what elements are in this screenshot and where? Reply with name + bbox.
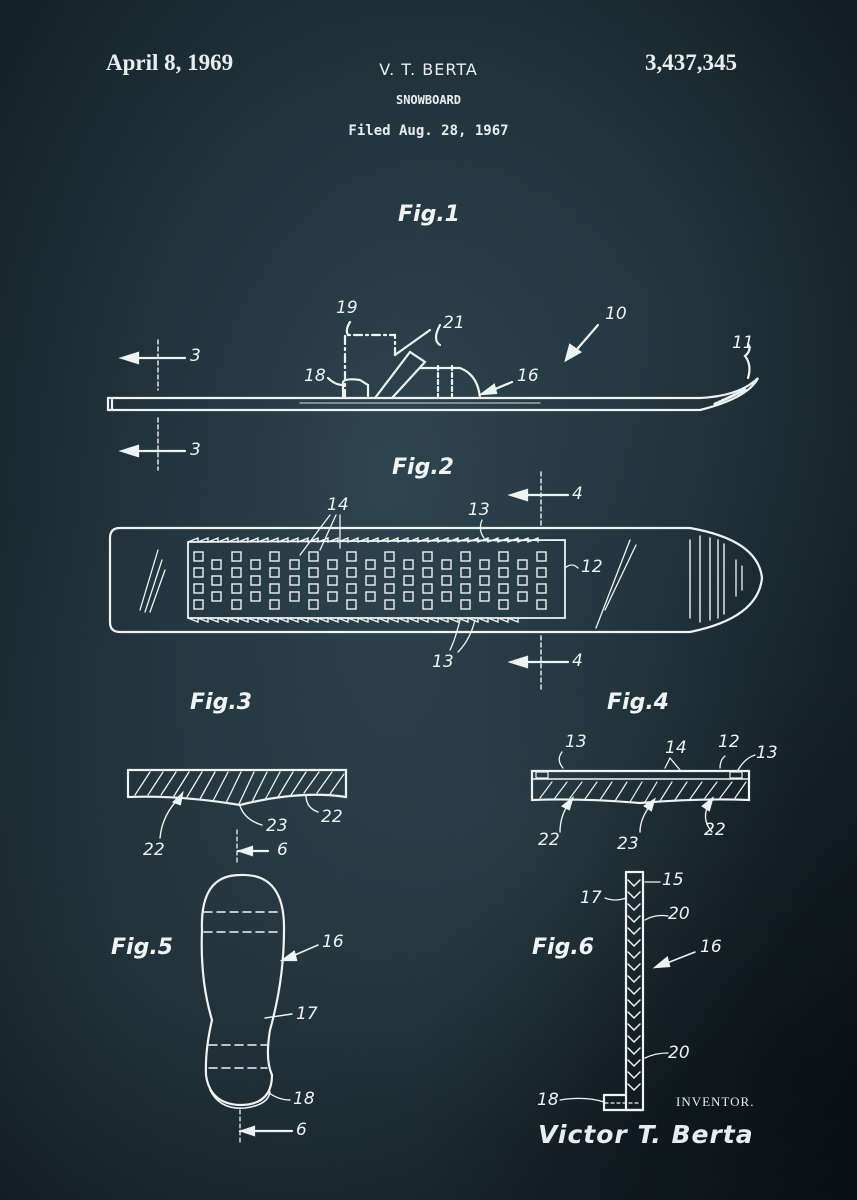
ref-4-bottom: 4	[572, 651, 583, 671]
ref-13-top: 13	[468, 500, 490, 520]
fig4-label: Fig.4	[607, 690, 669, 715]
ref-17: 17	[296, 1004, 318, 1024]
ref-18: 18	[304, 366, 326, 386]
tread-squares	[193, 551, 547, 610]
ref-11: 11	[732, 333, 754, 353]
ref-13-bottom: 13	[432, 652, 454, 672]
ref-3-bottom: 3	[190, 440, 201, 460]
ref-4-top: 4	[572, 484, 583, 504]
ref-6: 6	[296, 1120, 307, 1140]
ref-17: 17	[580, 888, 602, 908]
ref-21: 21	[443, 313, 465, 333]
filed-date: Filed Aug. 28, 1967	[348, 123, 509, 139]
ref-22-left: 22	[538, 830, 560, 850]
ref-13-right: 13	[756, 743, 778, 763]
ref-16: 16	[700, 937, 722, 957]
ref-20-top: 20	[668, 904, 690, 924]
ref-22-right: 22	[321, 807, 343, 827]
ref-6: 6	[277, 840, 288, 860]
ref-3-top: 3	[190, 346, 201, 366]
ref-14: 14	[327, 495, 349, 515]
inventor-signature: Victor T. Berta	[538, 1120, 754, 1149]
ref-22-right: 22	[704, 820, 726, 840]
inventor-label: INVENTOR.	[676, 1094, 755, 1109]
fig1-label: Fig.1	[398, 202, 460, 227]
fig1-side-view	[106, 320, 759, 471]
ref-14: 14	[665, 738, 687, 758]
inventor-header: V. T. BERTA	[379, 60, 478, 79]
fig5-label: Fig.5	[111, 935, 173, 960]
ref-23: 23	[617, 834, 639, 854]
fig2-label: Fig.2	[392, 455, 454, 480]
ref-16: 16	[322, 932, 344, 952]
ref-19: 19	[336, 298, 358, 318]
patent-title: SNOWBOARD	[395, 93, 462, 107]
ref-18: 18	[293, 1089, 315, 1109]
patent-number: 3,437,345	[645, 50, 737, 75]
ref-15: 15	[662, 870, 684, 890]
fig6-label: Fig.6	[532, 935, 594, 960]
ref-20-bottom: 20	[668, 1043, 690, 1063]
fig3-cross-section	[126, 768, 348, 863]
patent-date: April 8, 1969	[106, 50, 234, 75]
fig2-top-view	[108, 471, 764, 691]
ref-10: 10	[605, 304, 627, 324]
fig5-sole-outline	[200, 873, 319, 1146]
ref-12: 12	[718, 732, 740, 752]
fig6-vertical-section	[559, 870, 696, 1112]
ref-23: 23	[266, 816, 288, 836]
ref-18: 18	[537, 1090, 559, 1110]
ref-12: 12	[581, 557, 603, 577]
ref-16: 16	[517, 366, 539, 386]
ref-13-left: 13	[565, 732, 587, 752]
fig3-label: Fig.3	[190, 690, 252, 715]
ref-22-left: 22	[143, 840, 165, 860]
fig4-cross-section	[530, 751, 756, 833]
